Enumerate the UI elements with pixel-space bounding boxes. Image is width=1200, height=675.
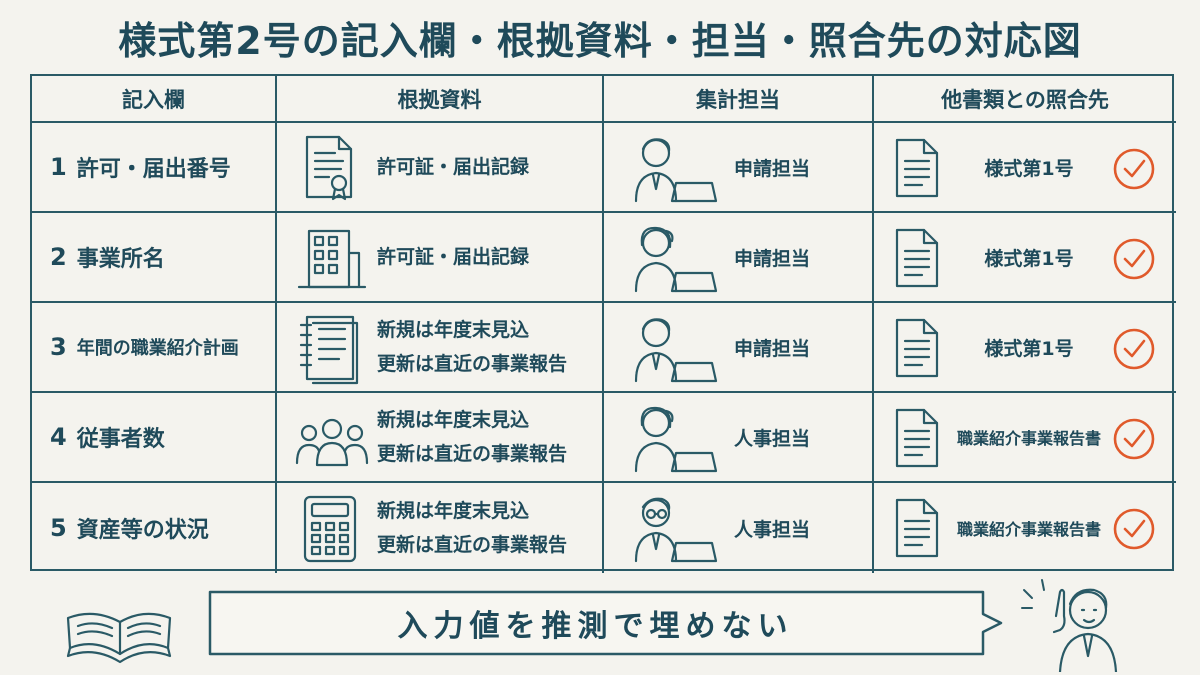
table-row-4-field: 4 従事者数	[32, 393, 277, 483]
table-row-5-source: 新規は年度末見込 更新は直近の事業報告	[277, 483, 604, 573]
calculator-icon	[303, 495, 357, 563]
notebook-icon	[299, 315, 359, 385]
table-row-2-field: 2 事業所名	[32, 213, 277, 303]
check-circle-icon	[1113, 238, 1155, 280]
table-row-3-field: 3 年間の職業紹介計画	[32, 303, 277, 393]
table-row-5-owner: 人事担当	[604, 483, 874, 573]
header-source: 根拠資料	[277, 76, 604, 123]
crosscheck-label: 職業紹介事業報告書	[956, 520, 1101, 539]
table-row-3-source: 新規は年度末見込 更新は直近の事業報告	[277, 303, 604, 393]
source-line: 更新は直近の事業報告	[377, 534, 568, 556]
check-circle-icon	[1113, 418, 1155, 460]
staff-man-icon	[634, 318, 718, 383]
page-title: 様式第2号の記入欄・根拠資料・担当・照合先の対応図	[118, 19, 1082, 63]
document-icon	[895, 228, 939, 288]
table-row-3-crosscheck: 様式第1号	[874, 303, 1176, 393]
table-row-2-owner: 申請担当	[604, 213, 874, 303]
staff-man-icon	[634, 138, 718, 203]
row-number: 4	[50, 423, 67, 451]
row-number: 3	[50, 333, 67, 361]
document-icon	[895, 318, 939, 378]
header-crosscheck: 他書類との照合先	[874, 76, 1176, 123]
owner-label: 人事担当	[734, 427, 811, 450]
crosscheck-label: 様式第1号	[984, 247, 1074, 270]
staff-woman-icon	[634, 226, 718, 293]
source-line: 許可証・届出記録	[377, 156, 530, 178]
field-label: 年間の職業紹介計画	[76, 338, 239, 359]
owner-label: 申請担当	[734, 247, 811, 270]
owner-label: 申請担当	[734, 157, 811, 180]
owner-label: 申請担当	[734, 337, 811, 360]
source-line: 許可証・届出記録	[377, 246, 530, 268]
people-icon	[295, 418, 369, 467]
check-circle-icon	[1113, 508, 1155, 550]
owner-label: 人事担当	[734, 518, 811, 541]
crosscheck-label: 様式第1号	[984, 157, 1074, 180]
source-line: 更新は直近の事業報告	[377, 443, 568, 465]
document-icon	[895, 138, 939, 198]
field-label: 資産等の状況	[76, 518, 209, 543]
document-icon	[895, 498, 939, 558]
table-row-2-source: 許可証・届出記録	[277, 213, 604, 303]
table-row-2-crosscheck: 様式第1号	[874, 213, 1176, 303]
header-owner: 集計担当	[604, 76, 874, 123]
source-line: 新規は年度末見込	[377, 500, 530, 522]
table-row-1-owner: 申請担当	[604, 123, 874, 213]
field-label: 従事者数	[76, 427, 165, 452]
row-number: 1	[50, 153, 67, 181]
document-icon	[895, 408, 939, 468]
table-row-4-source: 新規は年度末見込 更新は直近の事業報告	[277, 393, 604, 483]
callout-banner	[208, 590, 1003, 656]
crosscheck-label: 様式第1号	[984, 337, 1074, 360]
mapping-table: 記入欄 根拠資料 集計担当 他書類との照合先 1 許可・届出番号 許可証・届出記録…	[30, 74, 1176, 573]
staff-glasses-icon	[634, 497, 718, 563]
table-row-4-owner: 人事担当	[604, 393, 874, 483]
table-row-1-field: 1 許可・届出番号	[32, 123, 277, 213]
table-row-1-source: 許可証・届出記録	[277, 123, 604, 213]
certificate-icon	[305, 135, 353, 201]
table-row-1-crosscheck: 様式第1号	[874, 123, 1176, 213]
table-row-4-crosscheck: 職業紹介事業報告書	[874, 393, 1176, 483]
source-line: 新規は年度末見込	[377, 319, 530, 341]
field-label: 許可・届出番号	[76, 157, 231, 182]
building-icon	[297, 229, 367, 289]
staff-woman-icon	[634, 406, 718, 473]
callout-text: 入力値を推測で埋めない	[397, 609, 794, 644]
open-book-icon	[66, 612, 172, 664]
header-field: 記入欄	[32, 76, 277, 123]
row-number: 2	[50, 243, 67, 271]
check-circle-icon	[1113, 328, 1155, 370]
check-circle-icon	[1113, 148, 1155, 190]
table-row-5-field: 5 資産等の状況	[32, 483, 277, 573]
source-line: 更新は直近の事業報告	[377, 353, 568, 375]
crosscheck-label: 職業紹介事業報告書	[956, 429, 1101, 448]
source-line: 新規は年度末見込	[377, 409, 530, 431]
row-number: 5	[50, 514, 67, 542]
field-label: 事業所名	[76, 247, 165, 272]
table-row-5-crosscheck: 職業紹介事業報告書	[874, 483, 1176, 573]
table-row-3-owner: 申請担当	[604, 303, 874, 393]
pointing-presenter-icon	[1021, 579, 1118, 672]
